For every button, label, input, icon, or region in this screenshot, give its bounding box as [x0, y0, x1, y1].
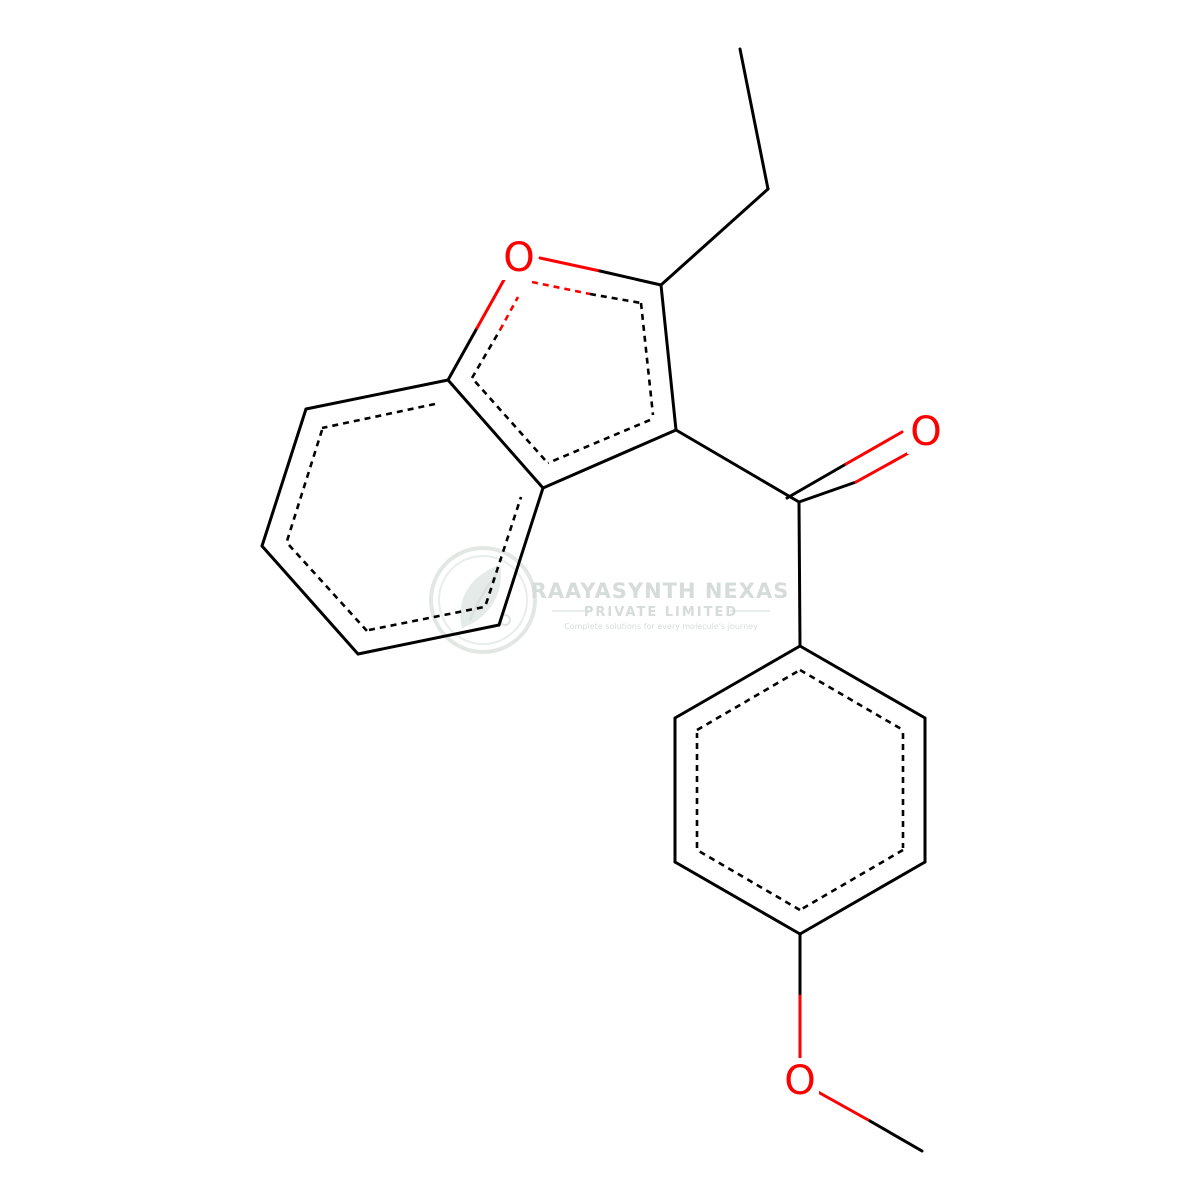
bond-c4-c3a: [497, 486, 545, 627]
bond-carbonyl-o-black-b: [785, 462, 848, 500]
aromatic-o1-c2-red: [531, 280, 591, 296]
aromatic-c1p-c2p: [799, 668, 904, 732]
bond-c3-carbonyl: [674, 428, 801, 504]
bond-carbonyl-o-red-a: [854, 449, 914, 484]
bond-carbonyl-c1p: [797, 500, 802, 648]
bond-c3a-c7a: [446, 378, 545, 490]
aromatic-c2-c3: [639, 302, 655, 416]
aromatic-c7a-o1-black: [470, 329, 502, 379]
aromatic-c4p-c5p: [696, 848, 801, 912]
bond-ethyl-ch2-c2: [659, 187, 770, 287]
bond-c3-c3a: [541, 428, 678, 490]
aromatic-o1-c2-black: [589, 292, 642, 305]
bond-c6-c5: [260, 544, 360, 656]
bond-c3p-c4p: [798, 860, 927, 936]
bond-o1-c2-red: [538, 256, 602, 273]
bond-c7a-c7: [304, 378, 450, 411]
watermark-company-line2: PRIVATE LIMITED: [584, 605, 738, 620]
methoxy-oxygen-label: O: [784, 1058, 815, 1104]
aromatic-c3p-c4p: [799, 848, 904, 912]
aromatic-c7-c6: [285, 429, 324, 542]
methoxy-oxygen-label-bg: [781, 1058, 819, 1102]
bond-c2-c3: [659, 283, 678, 432]
aromatic-c5-c4: [368, 605, 485, 632]
bond-carbonyl-o-red-b: [844, 430, 904, 466]
watermark-tagline: Complete solutions for every molecule's …: [564, 622, 758, 631]
bond-o1-c2-black: [598, 269, 663, 287]
bond-c7a-o1-black: [446, 326, 479, 382]
bond-c5-c4: [356, 623, 501, 656]
bond-ethyl-ch3-ch2: [738, 47, 770, 191]
bond-c6p-c1p: [673, 644, 802, 720]
aromatic-c3-c3a: [547, 418, 651, 465]
bond-omethoxy-ch3-red: [816, 1090, 872, 1123]
leaf-molecule-logo-icon: [429, 546, 537, 654]
aromatic-c6p-c1p: [696, 668, 801, 732]
aromatic-c3a-c7a: [471, 377, 546, 461]
aromatic-c6-c5: [288, 544, 368, 632]
carbonyl-oxygen-label-bg: [907, 410, 945, 454]
furan-oxygen-label-bg: [500, 236, 538, 280]
aromatic-c4-c3a: [484, 496, 523, 605]
carbonyl-oxygen-label: O: [910, 409, 941, 455]
bond-c7-c6: [260, 407, 308, 548]
bond-c4p-c5p: [673, 860, 802, 936]
furan-oxygen-label: O: [503, 235, 534, 281]
aromatic-c7a-o1-red: [498, 296, 520, 331]
watermark-company: RAAYASYNTH NEXAS: [531, 579, 790, 603]
bond-carbonyl-o-black-a: [797, 480, 858, 504]
watermark: RAAYASYNTH NEXAS PRIVATE LIMITED Complet…: [429, 546, 790, 654]
bond-c1p-c2p: [798, 644, 927, 720]
bond-c7a-o1-red: [475, 276, 507, 330]
bond-omethoxy-ch3-black: [868, 1119, 924, 1153]
aromatic-c7a-c7: [321, 402, 436, 430]
